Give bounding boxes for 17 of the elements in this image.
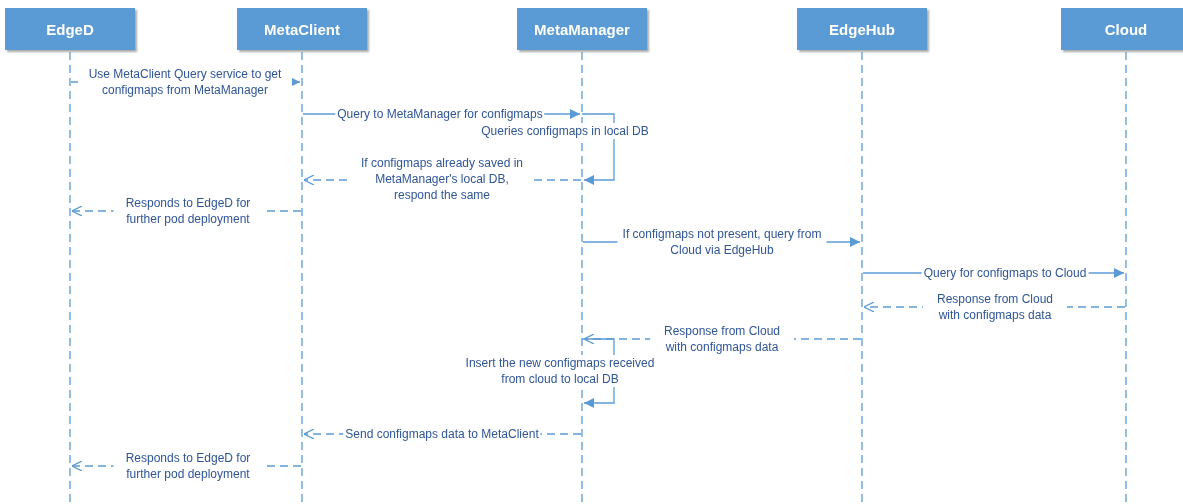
message-label: Insert the new configmaps received from cloud to local DB bbox=[463, 355, 657, 387]
message-label: Send configmaps data to MetaClient bbox=[343, 426, 541, 442]
message-label: Use MetaClient Query service to get configmaps from MetaManager bbox=[78, 66, 292, 98]
message-label: If configmaps not present, query from Cloud via EdgeHub bbox=[617, 226, 827, 258]
message-label: Responds to EdgeD for further pod deployment bbox=[113, 195, 263, 227]
message-label: Response from Cloud with configmaps data bbox=[923, 291, 1067, 323]
message-label: Queries configmaps in local DB bbox=[479, 123, 651, 139]
participant-header: MetaClient bbox=[237, 8, 367, 50]
participant-header: MetaManager bbox=[517, 8, 647, 50]
participant-header: Cloud bbox=[1061, 8, 1183, 50]
message-label: Query to MetaManager for configmaps bbox=[335, 106, 545, 122]
message-label: Query for configmaps to Cloud bbox=[921, 265, 1089, 281]
message-label: Responds to EdgeD for further pod deployment bbox=[113, 450, 263, 482]
message-arrow bbox=[581, 113, 615, 185]
participant-header: EdgeHub bbox=[797, 8, 927, 50]
participant-header: EdgeD bbox=[5, 8, 135, 50]
message-label: Response from Cloud with configmaps data bbox=[650, 323, 794, 355]
